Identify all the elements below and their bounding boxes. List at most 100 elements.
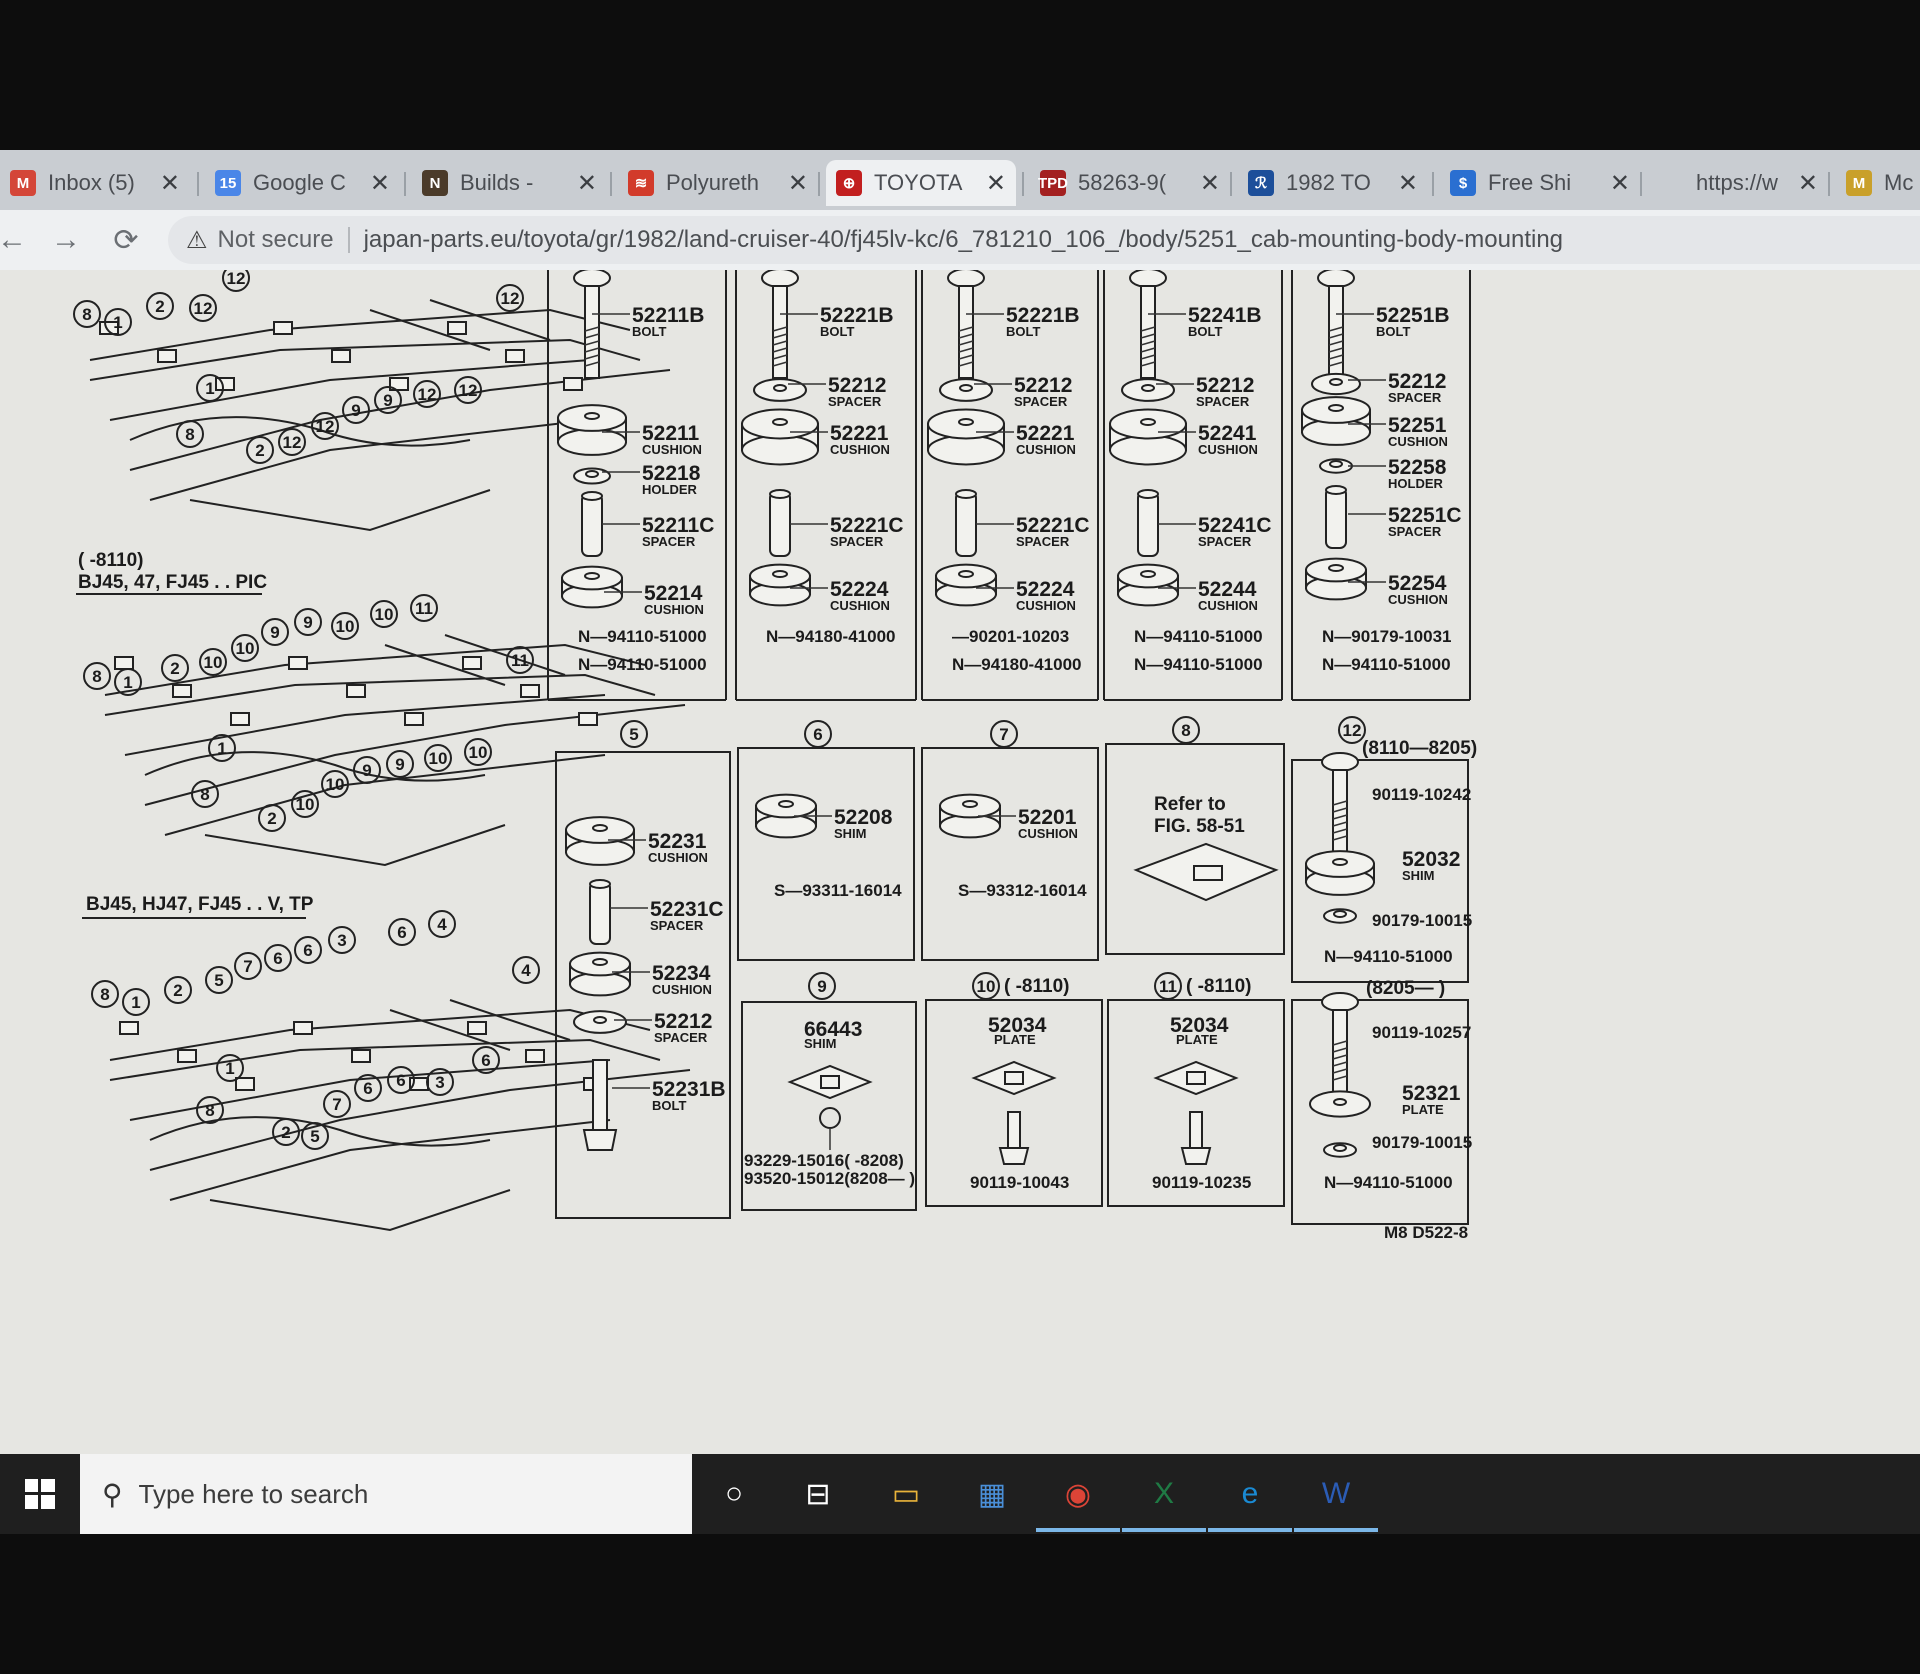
tab-title: Mc [1884,170,1914,195]
thread-line [1140,326,1156,332]
taskbar-search[interactable]: ⚲ Type here to search [80,1454,692,1534]
thread-line [1332,1040,1348,1046]
part-name: BOLT [1006,324,1040,339]
tab-toyota[interactable]: ⊕TOYOTA✕ [826,160,1016,206]
ref-part-number: N—94110-51000 [1134,627,1263,646]
mount-bracket-shape [563,377,583,391]
box6-frame [737,747,915,961]
thread-line [772,326,788,332]
close-tab-icon[interactable]: ✕ [787,169,808,197]
start-button[interactable] [0,1454,80,1534]
spacer-end-shape [955,489,977,499]
thread-line [958,326,974,332]
mount-bracket-shape [215,377,235,391]
close-tab-icon[interactable]: ✕ [1397,169,1418,197]
mount-bracket-shape [235,1077,255,1091]
range-label: (8110—8205) [1362,738,1477,759]
cushion-hole-shape [592,824,608,832]
bolt-shank-shape [584,285,600,379]
gmail-icon: M [10,170,36,196]
tp-frame-drawing [109,999,691,1232]
part-number: 52032 [1402,848,1460,871]
file-explorer-icon[interactable]: ▭ [891,1477,921,1511]
callout-number: 5 [214,971,223,990]
back-button[interactable]: ← [0,223,27,256]
part-number: 66443 [804,1018,862,1041]
tab-free-ship[interactable]: $Free Shi✕ [1440,160,1640,206]
word-icon[interactable]: W [1321,1477,1351,1510]
ref-part-number: N—94110-51000 [1322,655,1451,674]
ref-part-number: 90179-10015 [1372,1133,1472,1152]
bolt-head-shape [1321,992,1359,1012]
part-name: CUSHION [1016,442,1076,457]
callout-number: 8 [200,785,209,804]
frame-model-label: BJ45, HJ47, FJ45 . . V, TP [86,894,314,915]
running-indicator [1294,1528,1378,1532]
part-number: 52241 [1198,422,1257,445]
edge-icon[interactable]: e [1241,1477,1259,1510]
mount-bracket-shape [525,1049,545,1063]
callout-circle [234,952,262,980]
task-view-icon[interactable]: ⊟ [805,1477,831,1511]
store-icon[interactable]: ▦ [977,1477,1007,1511]
mount-bracket-shape [505,349,525,363]
callout-number: 1 [123,673,132,692]
tab-page[interactable]: https://w ✕ [1648,160,1828,206]
running-indicator [1036,1528,1120,1532]
tab-title: https://w [1696,170,1778,195]
ref-part-number: N—94110-51000 [1134,655,1263,674]
cortana-icon[interactable]: ○ [724,1477,744,1510]
part-name: CUSHION [1388,434,1448,449]
tab-separator [1230,172,1232,196]
callout-number: 9 [362,761,371,780]
close-tab-icon[interactable]: ✕ [159,169,180,197]
frame-rail [389,1009,511,1051]
close-tab-icon[interactable]: ✕ [1609,169,1630,197]
close-tab-icon[interactable]: ✕ [576,169,597,197]
cushion-hole-shape [772,570,788,578]
spacer-tube-shape [1137,491,1159,557]
close-tab-icon[interactable]: ✕ [369,169,390,197]
reload-button[interactable]: ⟳ [113,223,139,257]
callout-number: 10 [336,617,355,636]
cushion-hole-shape [1328,564,1344,572]
address-bar[interactable]: ⚠ Not secure japan-parts.eu/toyota/gr/19… [168,216,1920,264]
thread-line [958,333,974,339]
mount-bracket-shape [462,656,482,670]
box11-frame [1107,999,1285,1207]
box-number: 10 [977,977,996,996]
close-tab-icon[interactable]: ✕ [985,169,1006,197]
range-label: ( -8110) [1186,976,1251,997]
ref-part-number: N—94180-41000 [766,627,895,646]
chrome-icon[interactable]: ◉ [1064,1477,1092,1511]
part-number: 52221C [830,514,904,537]
range-label: ( -8110) [1004,976,1069,997]
mount-bracket-shape [114,656,134,670]
forward-button[interactable]: → [51,223,81,256]
callout-number: 8 [100,985,109,1004]
close-tab-icon[interactable]: ✕ [1797,169,1818,197]
callout-circle [146,292,174,320]
part-number: 52212 [1196,374,1254,397]
tab-polyurethane[interactable]: ≋Polyureth✕ [618,160,818,206]
close-tab-icon[interactable]: ✕ [1199,169,1220,197]
callout-circle [388,918,416,946]
ref-part-number: N—94110-51000 [578,655,707,674]
bolt-head-shape [761,270,799,288]
ref-part-number: 90119-10242 [1372,785,1471,804]
spacer-tube-shape [955,491,977,557]
excel-icon[interactable]: X [1153,1477,1174,1510]
cushion-hole-shape [584,572,600,580]
callout-number: 1 [113,313,122,332]
callout-circle [342,396,370,424]
part-number: 52251B [1376,304,1450,327]
ref-part-number: —90201-10203 [952,627,1069,646]
callout-circle [258,804,286,832]
part-number: 52214 [644,582,703,605]
